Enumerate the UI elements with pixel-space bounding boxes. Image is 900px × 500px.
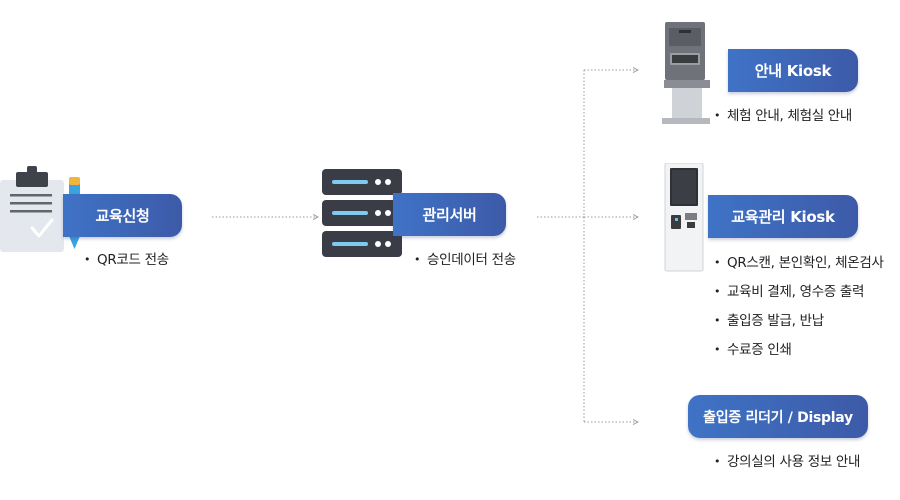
- list-item: 수료증 인쇄: [714, 339, 884, 368]
- touch-kiosk-icon: [664, 163, 704, 272]
- mgmt-kiosk-label: 교육관리 Kiosk: [708, 195, 858, 238]
- list-item: 출입증 발급, 반납: [714, 310, 884, 339]
- apply-item: QR코드 전송: [84, 248, 169, 268]
- server-node: 관리서버 승인데이터 전송: [320, 165, 540, 275]
- reader-node: 출입증 리더기 / Display 강의실의 사용 정보 안내: [660, 390, 900, 480]
- reader-label: 출입증 리더기 / Display: [688, 395, 868, 438]
- list-item: QR스캔, 본인확인, 체온검사: [714, 252, 884, 281]
- guide-kiosk-item: 체험 안내, 체험실 안내: [714, 104, 852, 124]
- server-label: 관리서버: [393, 193, 506, 236]
- apply-label: 교육신청: [63, 194, 182, 237]
- list-item: 교육비 결제, 영수증 출력: [714, 281, 884, 310]
- guide-kiosk-label: 안내 Kiosk: [728, 49, 858, 92]
- guide-kiosk-node: 안내 Kiosk 체험 안내, 체험실 안내: [660, 18, 900, 133]
- reader-item: 강의실의 사용 정보 안내: [714, 450, 860, 470]
- apply-node: 교육신청 QR코드 전송: [0, 160, 190, 280]
- mgmt-kiosk-node: 교육관리 Kiosk QR스캔, 본인확인, 체온검사 교육비 결제, 영수증 …: [660, 160, 900, 360]
- info-kiosk-icon: [662, 22, 710, 124]
- server-item: 승인데이터 전송: [414, 248, 516, 268]
- mgmt-kiosk-items: QR스캔, 본인확인, 체온검사 교육비 결제, 영수증 출력 출입증 발급, …: [714, 252, 884, 368]
- server-rack-icon: [322, 169, 402, 257]
